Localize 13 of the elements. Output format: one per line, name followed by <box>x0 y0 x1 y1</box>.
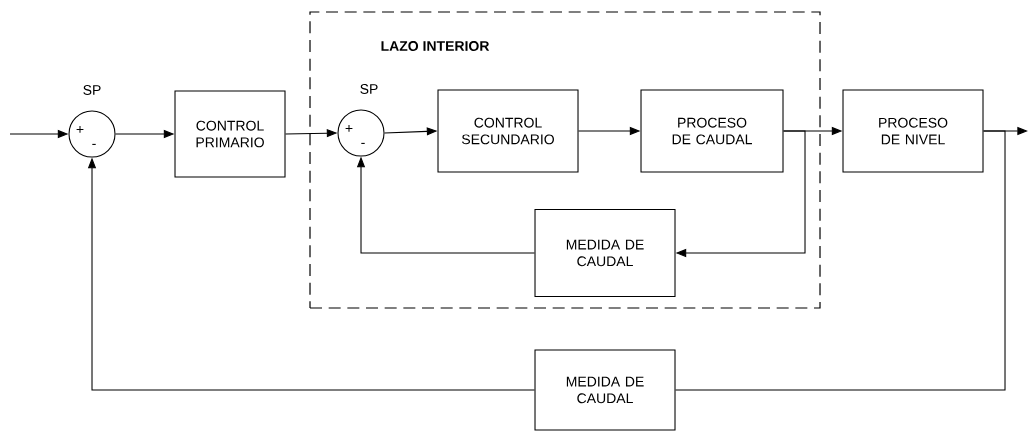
block-box: PROCESO DE CAUDAL <box>640 89 784 173</box>
block-box: CONTROL SECUNDARIO <box>437 89 579 173</box>
block-box: MEDIDA DE CAUDAL <box>534 349 676 431</box>
setpoint-label: SP <box>360 84 378 94</box>
group-title: LAZO INTERIOR <box>381 41 490 51</box>
minus-sign: - <box>92 143 96 145</box>
block-box: MEDIDA DE CAUDAL <box>534 208 676 298</box>
block-box: PROCESO DE NIVEL <box>842 89 984 173</box>
plus-sign: + <box>76 125 84 133</box>
plus-sign: + <box>345 124 353 132</box>
setpoint-label: SP <box>83 85 101 95</box>
minus-sign: - <box>361 142 365 144</box>
block-box: CONTROL PRIMARIO <box>174 90 286 178</box>
